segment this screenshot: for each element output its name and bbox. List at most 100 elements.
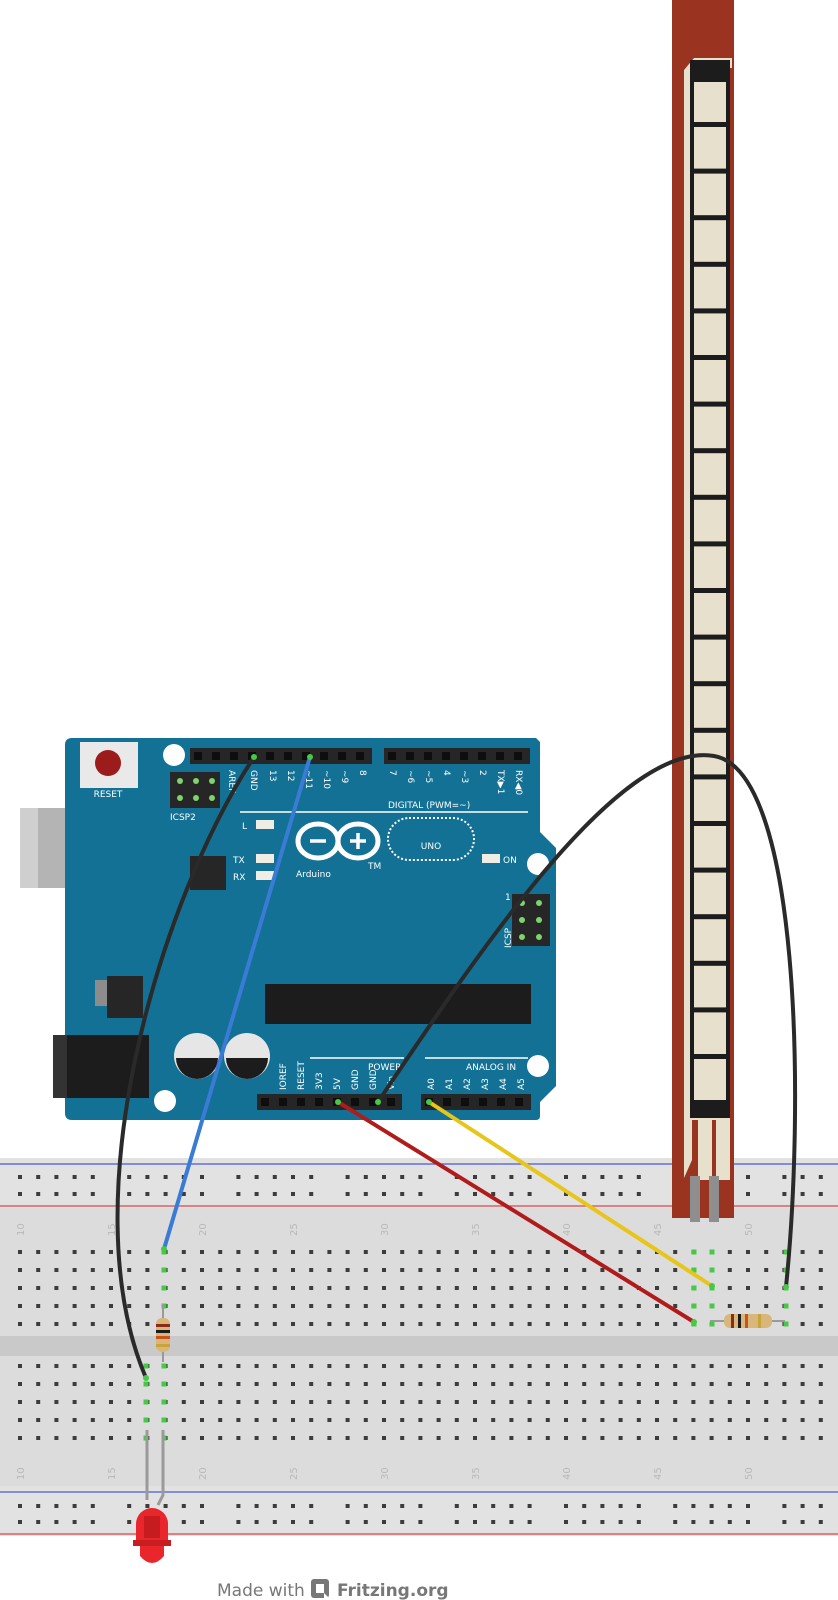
breadboard-hole: [782, 1418, 787, 1422]
breadboard-hole: [800, 1304, 805, 1308]
breadboard-hole: [309, 1322, 314, 1326]
breadboard-hole: [291, 1250, 295, 1254]
breadboard-hole: [527, 1418, 532, 1422]
breadboard-hole: [218, 1436, 223, 1440]
breadboard-hole: [600, 1400, 605, 1404]
column-number: 20: [198, 1467, 209, 1480]
breadboard-hole: [636, 1322, 641, 1326]
led-leg: [156, 1430, 165, 1506]
ground-wire-led[interactable]: [115, 755, 256, 1380]
breadboard-rail-hole: [582, 1520, 587, 1524]
breadboard-hole: [181, 1382, 186, 1386]
breadboard-hole: [673, 1364, 678, 1368]
flex-sensor-segment: [690, 168, 730, 174]
led-lens: [140, 1546, 164, 1563]
breadboard-hole: [509, 1250, 514, 1254]
breadboard-hole: [618, 1400, 623, 1404]
breadboard-hole-connected: [783, 1321, 789, 1327]
breadboard-hole: [618, 1304, 623, 1308]
breadboard-hole: [363, 1400, 368, 1404]
breadboard-rail-hole: [709, 1520, 714, 1524]
icsp-label: ICSP: [504, 927, 514, 948]
breadboard-rail-hole: [18, 1175, 22, 1179]
breadboard-rail-hole: [618, 1504, 623, 1508]
breadboard-hole: [527, 1322, 532, 1326]
breadboard-hole: [272, 1364, 277, 1368]
arduino-uno-board: RESET ICSP2 AREF GND 13 12 ~11 ~10 ~9 8 …: [20, 738, 556, 1120]
breadboard-hole: [545, 1400, 550, 1404]
breadboard-hole: [509, 1418, 514, 1422]
breadboard-rail-hole: [473, 1520, 477, 1524]
pin-label: AREF: [226, 770, 236, 793]
reset-button-cap[interactable]: [95, 750, 121, 776]
icsp2-pin: [193, 778, 199, 784]
breadboard-hole: [818, 1382, 823, 1386]
wire-endpoint: [426, 1099, 432, 1105]
breadboard-hole-connected: [161, 1381, 167, 1387]
resistor-band: [156, 1336, 170, 1339]
breadboard-rail-hole: [272, 1192, 277, 1196]
breadboard-hole: [345, 1250, 350, 1254]
breadboard-hole: [782, 1364, 787, 1368]
flex-sensor-segment: [690, 914, 730, 920]
breadboard-hole: [327, 1382, 332, 1386]
breadboard-hole: [473, 1304, 477, 1308]
breadboard-hole: [545, 1364, 550, 1368]
breadboard-hole: [655, 1382, 659, 1386]
breadboard-hole: [418, 1400, 423, 1404]
breadboard-hole: [746, 1250, 750, 1254]
header-pin-hole: [266, 752, 274, 760]
flex-sensor-segment: [690, 1054, 730, 1059]
ground-wire-sensor[interactable]: [376, 753, 798, 1289]
breadboard-rail-hole: [200, 1175, 204, 1179]
breadboard-hole: [509, 1400, 514, 1404]
breadboard-hole: [291, 1400, 295, 1404]
icsp2-pin: [209, 795, 215, 801]
breadboard-hole: [800, 1364, 805, 1368]
breadboard-hole: [18, 1418, 22, 1422]
breadboard-hole: [345, 1268, 350, 1272]
breadboard-hole: [691, 1400, 696, 1404]
breadboard-hole-connected: [783, 1249, 789, 1255]
breadboard-rail-hole: [236, 1520, 241, 1524]
flex-sensor-segment: [690, 960, 730, 966]
breadboard-hole: [764, 1400, 769, 1404]
breadboard-hole: [491, 1304, 496, 1308]
breadboard-hole: [145, 1304, 150, 1308]
breadboard-hole: [527, 1304, 532, 1308]
column-number: 40: [562, 1467, 573, 1480]
breadboard-hole: [272, 1304, 277, 1308]
fritzing-brand[interactable]: Fritzing.org: [337, 1581, 449, 1600]
breadboard-rail-hole: [363, 1520, 368, 1524]
icsp2-pin: [193, 795, 199, 801]
breadboard-hole: [746, 1418, 750, 1422]
column-number: 15: [107, 1223, 118, 1236]
header-pin-hole: [406, 752, 414, 760]
breadboard-hole: [363, 1382, 368, 1386]
power-wire-5v[interactable]: [336, 1100, 696, 1324]
breadboard-hole: [291, 1322, 295, 1326]
breadboard-hole: [145, 1286, 150, 1290]
breadboard-hole: [454, 1382, 459, 1386]
breadboard-rail-hole: [818, 1175, 823, 1179]
pin-label: TX▶1: [495, 769, 505, 794]
breadboard-hole: [673, 1286, 678, 1290]
breadboard-hole: [272, 1400, 277, 1404]
pin-label: RESET: [297, 1061, 307, 1090]
breadboard-hole: [545, 1322, 550, 1326]
header-pin-hole: [351, 1098, 359, 1106]
breadboard-hole: [109, 1286, 113, 1290]
breadboard-hole: [636, 1250, 641, 1254]
breadboard-rail-hole: [564, 1504, 568, 1508]
header-pin-hole: [478, 752, 486, 760]
flex-sensor-segment: [690, 308, 730, 314]
column-number: 25: [289, 1223, 300, 1236]
breadboard-hole: [564, 1268, 568, 1272]
breadboard-hole: [600, 1382, 605, 1386]
signal-wire-pin11[interactable]: [162, 755, 312, 1251]
led-on-indicator: [482, 854, 500, 863]
breadboard-hole: [200, 1268, 204, 1272]
breadboard-hole: [636, 1436, 641, 1440]
analog-wire-a0[interactable]: [427, 1100, 714, 1288]
breadboard-hole: [491, 1436, 496, 1440]
